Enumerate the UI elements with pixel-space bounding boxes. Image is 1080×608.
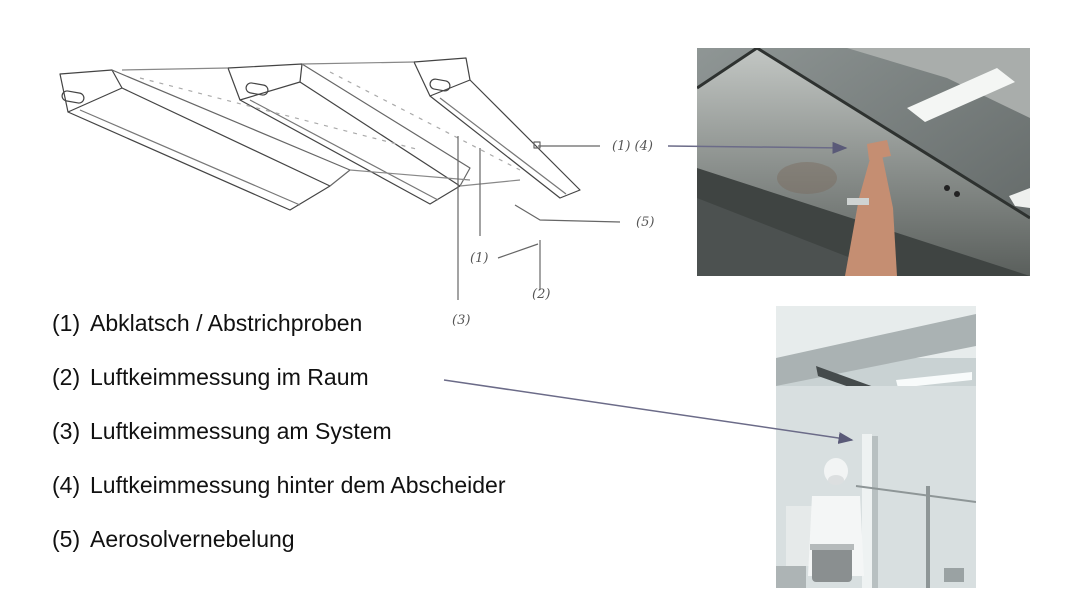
legend-text: Luftkeimmessung hinter dem Abscheider xyxy=(90,472,506,498)
legend-item: (4) Luftkeimmessung hinter dem Abscheider xyxy=(52,470,506,524)
sketch-label-3: (3) xyxy=(452,313,470,328)
legend-number: (3) xyxy=(52,418,81,444)
legend-number: (4) xyxy=(52,472,81,498)
measurement-legend: (1) Abklatsch / Abstrichproben (2) Luftkei… xyxy=(52,308,506,578)
legend-item: (2) Luftkeimmessung im Raum xyxy=(52,362,506,416)
legend-number: (2) xyxy=(52,364,81,390)
sketch-label-1-4: (1) (4) xyxy=(612,139,653,154)
hood-sketch: (1) (4) (5) (1) (2) (3) xyxy=(59,57,654,328)
legend-text: Luftkeimmessung im Raum xyxy=(90,364,369,390)
arrow-2-to-photo xyxy=(443,379,854,444)
arrow-1-4-to-photo xyxy=(667,141,848,154)
legend-text: Aerosolvernebelung xyxy=(90,526,295,552)
legend-number: (5) xyxy=(52,526,81,552)
legend-text: Luftkeimmessung am System xyxy=(90,418,392,444)
legend-item: (3) Luftkeimmessung am System xyxy=(52,416,506,470)
photo-cleanroom-air-sampling xyxy=(776,306,976,588)
sketch-label-1: (1) xyxy=(470,251,488,266)
sketch-label-2: (2) xyxy=(532,287,550,302)
legend-text: Abklatsch / Abstrichproben xyxy=(90,310,363,336)
sketch-label-5: (5) xyxy=(636,215,654,230)
legend-item: (5) Aerosolvernebelung xyxy=(52,524,506,578)
photo-hood-swab xyxy=(697,48,1030,276)
legend-item: (1) Abklatsch / Abstrichproben xyxy=(52,308,506,362)
legend-number: (1) xyxy=(52,310,81,336)
